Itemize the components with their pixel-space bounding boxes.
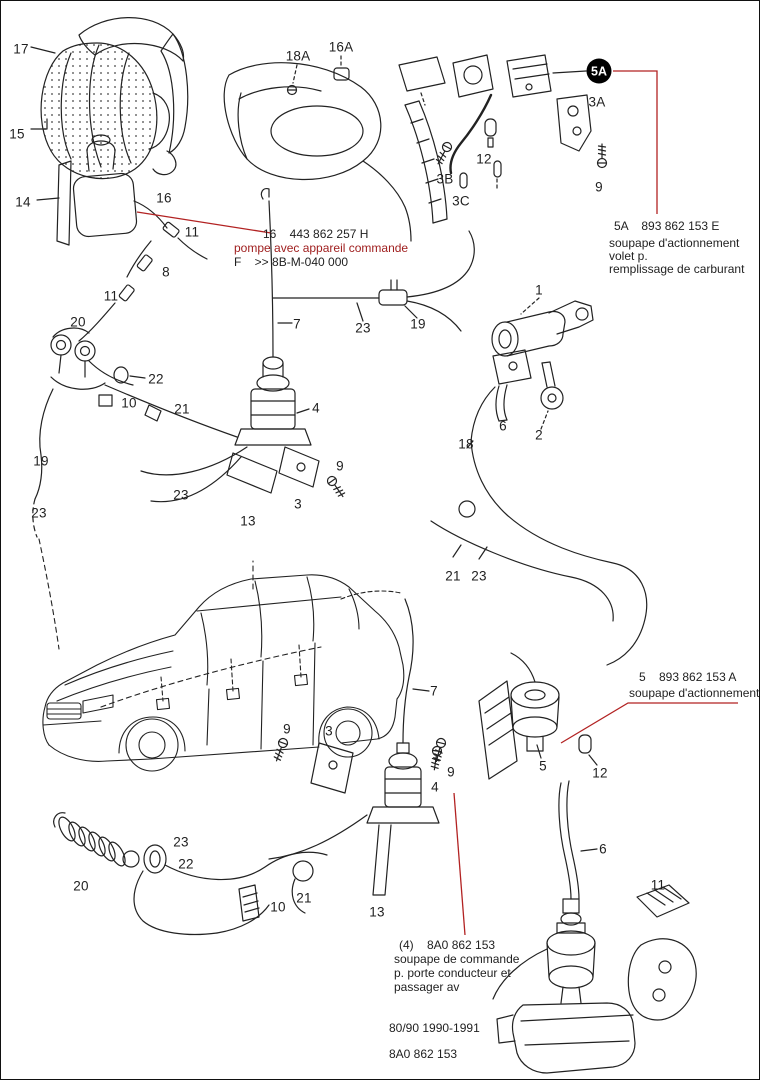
- note-line: remplissage de carburant: [609, 262, 745, 276]
- part-number-label: 12: [592, 765, 608, 781]
- center-valve-assembly: [140, 356, 348, 503]
- part-number-label: 6: [599, 841, 607, 857]
- note-line: 80/90 1990-1991: [389, 1021, 480, 1035]
- part-number-label: 11: [650, 877, 666, 893]
- part-number-label: 23: [31, 505, 47, 521]
- part-number-label: 22: [148, 371, 164, 387]
- part-number-label: 9: [336, 458, 344, 474]
- note-line: volet p.: [609, 249, 648, 263]
- part-number-label: 3: [325, 723, 333, 739]
- fuel-flap-lock-cluster: [433, 54, 608, 192]
- part-number-label: 13: [369, 904, 385, 920]
- part-number-label: 19: [33, 453, 49, 469]
- callout-line-note-5a: [613, 70, 658, 214]
- part-number-label: 16: [156, 190, 172, 206]
- note-line: (4) 8A0 862 153: [399, 938, 496, 952]
- cable-18-run: [430, 440, 648, 666]
- part-number-label: 23: [471, 568, 487, 584]
- callout-line-note-4: [453, 792, 466, 936]
- part-number-label: 7: [293, 316, 301, 332]
- note-line: passager av: [394, 980, 460, 994]
- part-number-label: 3: [294, 496, 302, 512]
- hose-7-upper: [260, 188, 293, 358]
- part-number-label: 20: [70, 314, 86, 330]
- bottom-valve-assembly: [268, 598, 443, 896]
- part-number-label: 12: [476, 151, 492, 167]
- part-number-label: 3C: [452, 193, 470, 209]
- corrugated-boot: [30, 17, 189, 180]
- part-number-label: 4: [431, 779, 439, 795]
- callout-lines: [136, 70, 738, 936]
- note-line: pompe avec appareil commande: [234, 241, 409, 255]
- part-number-label: 9: [447, 764, 455, 780]
- part-number-label: 11: [184, 224, 200, 240]
- part-number-label: 10: [270, 899, 286, 915]
- note-catalog-footer: 80/90 1990-1991 8A0 862 153: [389, 1015, 480, 1067]
- part-number-label: 20: [73, 878, 89, 894]
- vacuum-tee-hoses: [272, 230, 475, 332]
- part-number-label: 11: [103, 288, 119, 304]
- hotspot-badge-5a[interactable]: 5A: [586, 58, 612, 84]
- note-line: p. porte conducteur et: [394, 966, 511, 980]
- part-number-label: 2: [535, 427, 543, 443]
- note-line: 16 443 862 257 H: [263, 227, 369, 241]
- note-valve-5: 5 893 862 153 A soupape d'actionnement: [629, 671, 759, 700]
- part-number-label: 4: [312, 400, 320, 416]
- actuator-5: [431, 652, 598, 780]
- part-number-label: 23: [173, 487, 189, 503]
- part-number-label: 1: [535, 282, 543, 298]
- callout-line-note-pump: [136, 211, 272, 234]
- bellows-and-grommets: [53, 812, 328, 936]
- vacuum-pump-assembly: [36, 134, 208, 342]
- car-illustration: [38, 538, 405, 772]
- part-number-label: 21: [174, 401, 190, 417]
- part-number-label: 3B: [436, 171, 454, 187]
- note-line: F >> 8B-M-040 000: [234, 255, 349, 269]
- part-number-label: 5: [539, 758, 547, 774]
- part-number-label: 21: [445, 568, 461, 584]
- part-number-label: 9: [283, 721, 291, 737]
- part-number-label: 23: [355, 320, 371, 336]
- part-number-label: 18A: [285, 48, 311, 64]
- part-number-label: 16A: [328, 39, 354, 55]
- part-number-label: 17: [13, 41, 29, 57]
- note-line: soupape de commande: [394, 952, 520, 966]
- note-line: soupape d'actionnement: [609, 236, 740, 250]
- callout-line-note-5: [560, 702, 738, 744]
- part-number-label: 9: [595, 179, 603, 195]
- part-number-label: 23: [173, 834, 189, 850]
- note-line: 8A0 862 153: [389, 1047, 458, 1061]
- note-line: 5A 893 862 153 E: [614, 219, 720, 233]
- note-line: soupape d'actionnement: [629, 686, 760, 700]
- part-number-label: 22: [178, 856, 194, 872]
- part-number-label: 13: [240, 513, 256, 529]
- note-line: 5 893 862 153 A: [639, 670, 737, 684]
- part-number-label: 7: [430, 683, 438, 699]
- part-number-label: 6: [499, 418, 507, 434]
- part-number-label: 3A: [588, 94, 606, 110]
- cowl-trim-shell: [223, 55, 412, 242]
- part-number-label: 15: [9, 126, 25, 142]
- part-number-label: 14: [15, 194, 31, 210]
- part-number-label: 21: [296, 890, 312, 906]
- part-number-label: 10: [121, 395, 137, 411]
- part-number-label: 18: [458, 436, 474, 452]
- pillar-trim-strip: [398, 56, 448, 224]
- rear-lock-actuator-assembly: [492, 780, 697, 1074]
- lock-cylinder-keys: [466, 297, 594, 449]
- harness-connector-cluster: [32, 327, 238, 538]
- part-number-label: 8: [162, 264, 170, 280]
- part-number-label: 19: [410, 316, 426, 332]
